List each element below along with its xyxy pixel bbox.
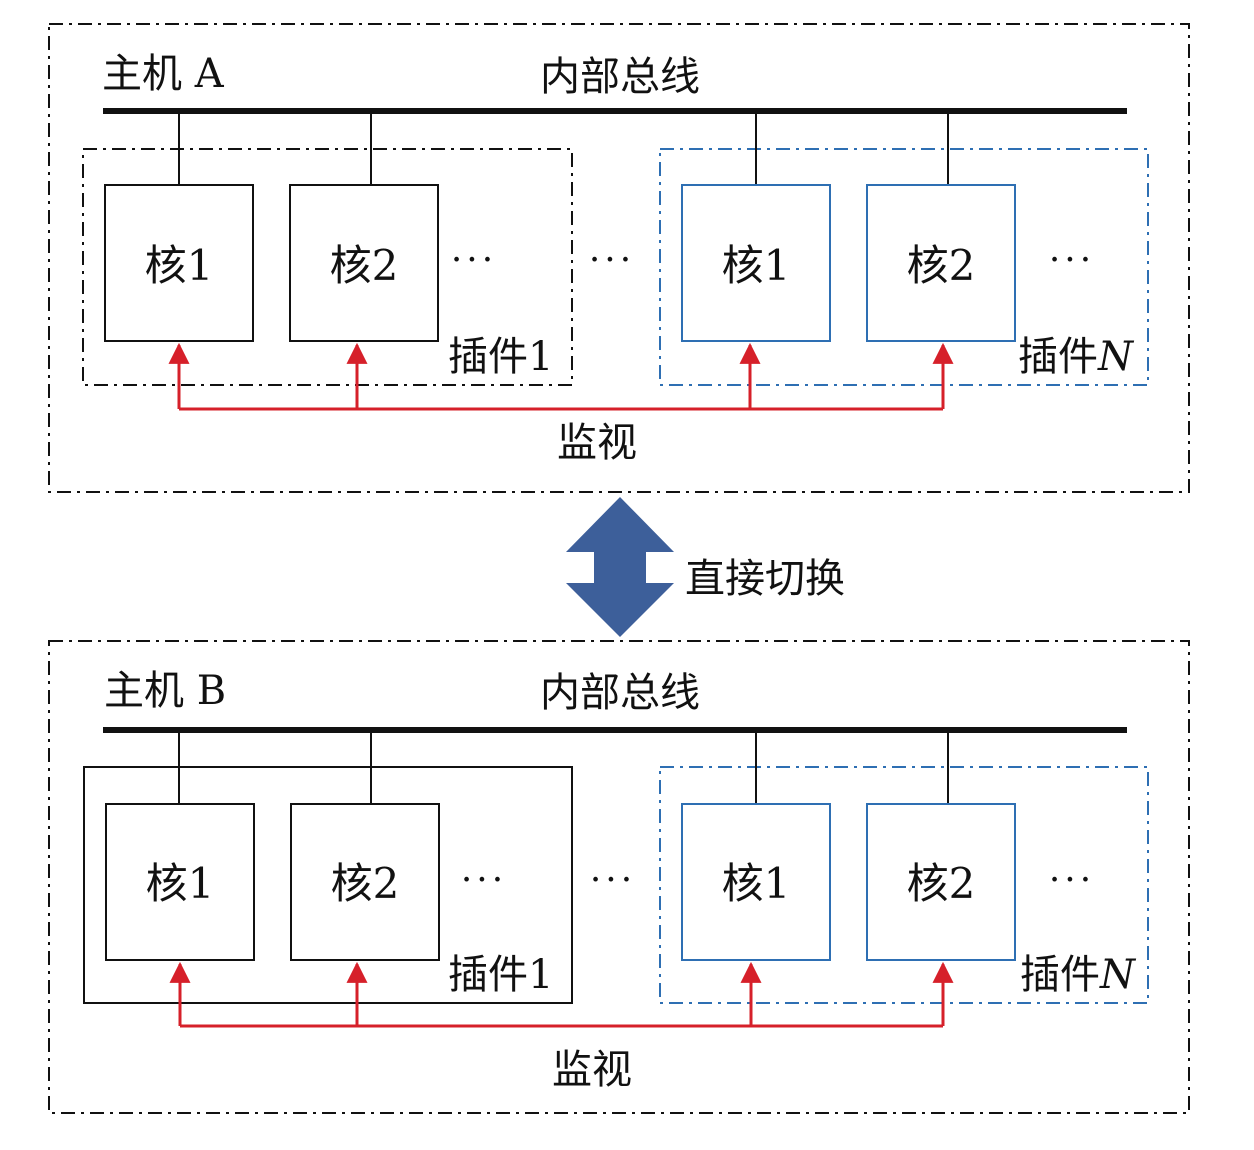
core-box (105, 803, 255, 961)
host-b-plugin-1: 核1 核2 ··· 插件1 (83, 730, 573, 1004)
middle-ellipsis: ··· (589, 240, 635, 281)
core-label: 核2 (330, 241, 399, 290)
plugin-label: 插件N (1020, 952, 1137, 998)
plugin-label: 插件1 (448, 334, 553, 380)
core-box (290, 803, 440, 961)
host-a-bus-label: 内部总线 (540, 54, 700, 100)
host-b-frame (48, 640, 1190, 1114)
core-box (289, 184, 439, 342)
switch: 直接切换 (566, 497, 845, 637)
host-b-monitor-lines (169, 961, 954, 1028)
host-a-monitor-lines (168, 342, 954, 411)
core-box (866, 803, 1016, 961)
host-a-plugin-n: 核1 核2 ··· 插件N (659, 111, 1149, 386)
host-b-plugin-1-frame (83, 766, 573, 1004)
plugin-label: 插件N (1018, 334, 1135, 380)
core-box (681, 803, 831, 961)
ellipsis: ··· (1049, 240, 1095, 281)
host-b-bus-label: 内部总线 (540, 670, 700, 716)
middle-ellipsis: ··· (590, 860, 636, 901)
core-label: 核2 (907, 241, 976, 290)
host-b-monitor-label: 监视 (552, 1047, 632, 1093)
host-b: 主机 B 内部总线 核1 核2 ··· 插件1 ··· 核1 核2 ··· 插件… (48, 640, 1190, 1114)
host-a-plugin-1-frame (82, 148, 573, 386)
double-arrow-icon (566, 497, 674, 637)
core-box (104, 184, 254, 342)
ellipsis: ··· (1049, 860, 1095, 901)
host-b-plugin-n: 核1 核2 ··· 插件N (659, 730, 1149, 1004)
ellipsis: ··· (451, 240, 497, 281)
switch-label: 直接切换 (685, 556, 845, 602)
core-label: 核2 (907, 859, 976, 908)
host-a: 主机 A 内部总线 核1 核2 ··· 插件1 ··· 核1 核2 ··· 插件… (48, 23, 1190, 493)
host-b-title: 主机 B (104, 668, 226, 714)
core-label: 核2 (331, 859, 400, 908)
ellipsis: ··· (461, 860, 507, 901)
core-box (866, 184, 1016, 342)
core-label: 核1 (146, 859, 215, 908)
host-a-monitor-label: 监视 (557, 420, 637, 466)
core-box (681, 184, 831, 342)
core-label: 核1 (145, 241, 214, 290)
plugin-label: 插件1 (448, 952, 553, 998)
core-label: 核1 (722, 241, 791, 290)
core-label: 核1 (722, 859, 791, 908)
host-a-plugin-1: 核1 核2 ··· 插件1 (82, 111, 573, 386)
host-a-frame (48, 23, 1190, 493)
host-b-plugin-n-frame (659, 766, 1149, 1004)
host-a-title: 主机 A (102, 51, 225, 97)
host-a-plugin-n-frame (659, 148, 1149, 386)
